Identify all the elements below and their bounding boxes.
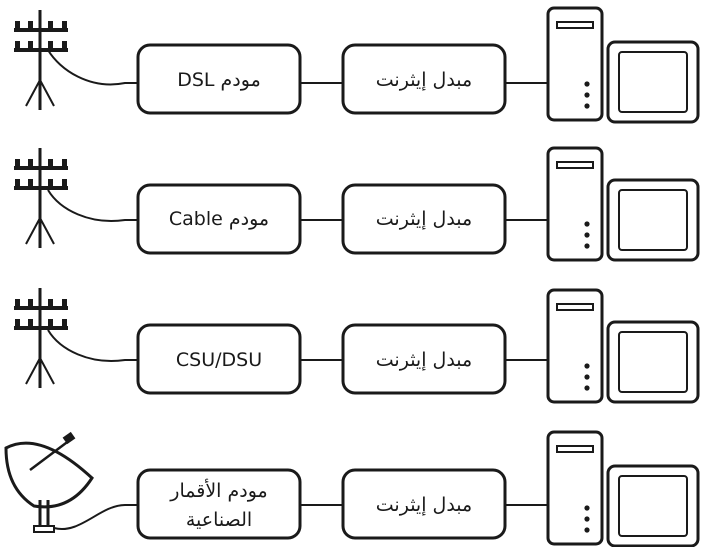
ethernet-switch-label: مبدل إيثرنت: [376, 69, 472, 92]
connection-line: [47, 329, 138, 362]
utility-pole-icon: [12, 146, 70, 250]
ethernet-switch-label: مبدل إيثرنت: [376, 349, 472, 372]
ethernet-switch-label: مبدل إيثرنت: [376, 494, 472, 517]
modem-box: [136, 43, 302, 115]
row-dsl: مودم DSL مبدل إيثرنت: [12, 6, 700, 124]
row-satellite: مودم الأقمار الصناعية مبدل إيثرنت: [4, 430, 700, 547]
row-csu-dsu: CSU/DSU مبدل إيثرنت: [12, 286, 700, 404]
computer-tower-icon: [546, 146, 604, 262]
csu-dsu-label: CSU/DSU: [176, 349, 262, 371]
ethernet-switch-label: مبدل إيثرنت: [376, 208, 472, 231]
ethernet-switch-box: [341, 43, 507, 115]
monitor-icon: [606, 464, 700, 547]
row-cable: مودم Cable مبدل إيثرنت: [12, 146, 700, 262]
computer-tower-icon: [546, 288, 604, 404]
connection-line: [47, 189, 138, 222]
modem-label: مودم Cable: [169, 208, 269, 230]
monitor-icon: [606, 40, 700, 124]
connection-line: [53, 504, 138, 531]
computer-tower-icon: [546, 430, 604, 546]
connection-line: [47, 49, 138, 86]
modem-label-line2: الصناعية: [186, 509, 252, 531]
modem-label-line1: مودم الأقمار: [169, 479, 267, 502]
monitor-icon: [606, 320, 700, 404]
monitor-icon: [606, 178, 700, 262]
utility-pole-icon: [12, 8, 70, 112]
satellite-dish-icon: [4, 431, 94, 533]
computer-tower-icon: [546, 6, 604, 122]
utility-pole-icon: [12, 286, 70, 390]
modem-label: مودم DSL: [177, 69, 261, 91]
